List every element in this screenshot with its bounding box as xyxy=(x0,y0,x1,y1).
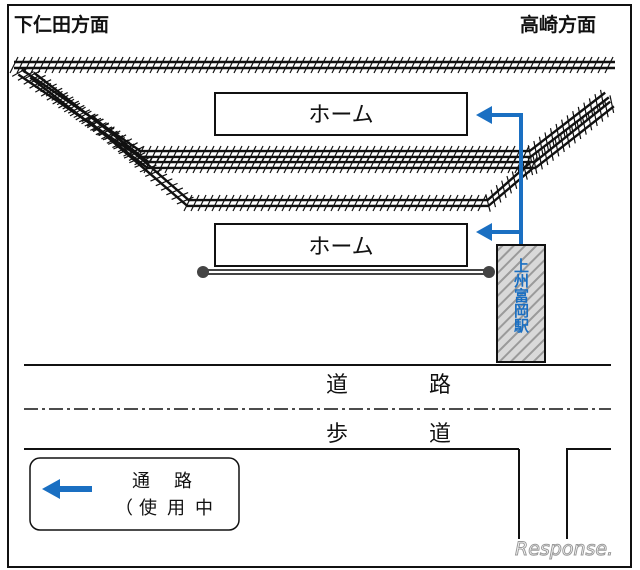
watermark: Response. xyxy=(515,538,613,560)
notice-line2-char-1: （ xyxy=(115,498,133,519)
station-building xyxy=(496,244,546,363)
arrow-upper-platform-icon xyxy=(476,106,492,124)
notice-line2-char-2: 使 xyxy=(139,498,157,519)
platform-lower xyxy=(214,223,468,267)
road-label-char-2: 路 xyxy=(429,373,451,398)
notice-arrow-icon xyxy=(42,479,92,499)
platform-upper-label: ホーム xyxy=(308,103,373,128)
fence xyxy=(197,266,495,278)
direction-right-label: 高崎方面 xyxy=(520,13,596,36)
road-label-char-1: 道 xyxy=(326,373,348,398)
notice-box xyxy=(29,457,240,531)
arrow-lower-platform-icon xyxy=(476,223,492,241)
notice-line2-char-3: 用 xyxy=(167,498,185,519)
platform-upper xyxy=(214,92,468,136)
sidewalk-label-char-2: 道 xyxy=(429,422,451,447)
sidewalk-label-char-1: 歩 xyxy=(326,422,348,447)
driveway-right-edge xyxy=(566,448,611,539)
notice-line1-char-2: 路 xyxy=(174,471,192,492)
platform-lower-label: ホーム xyxy=(308,235,373,260)
notice-line1-char-1: 通 xyxy=(132,471,150,492)
railway-tracks xyxy=(9,56,615,212)
diagram-frame xyxy=(7,4,632,568)
main-track xyxy=(9,56,615,74)
access-route xyxy=(476,106,523,250)
direction-left-label: 下仁田方面 xyxy=(14,13,109,36)
siding-track-2 xyxy=(23,70,615,174)
notice-line2-char-4: 中 xyxy=(195,498,213,519)
station-name: 上州富岡駅 xyxy=(512,258,530,334)
siding-track-3 xyxy=(81,114,535,212)
